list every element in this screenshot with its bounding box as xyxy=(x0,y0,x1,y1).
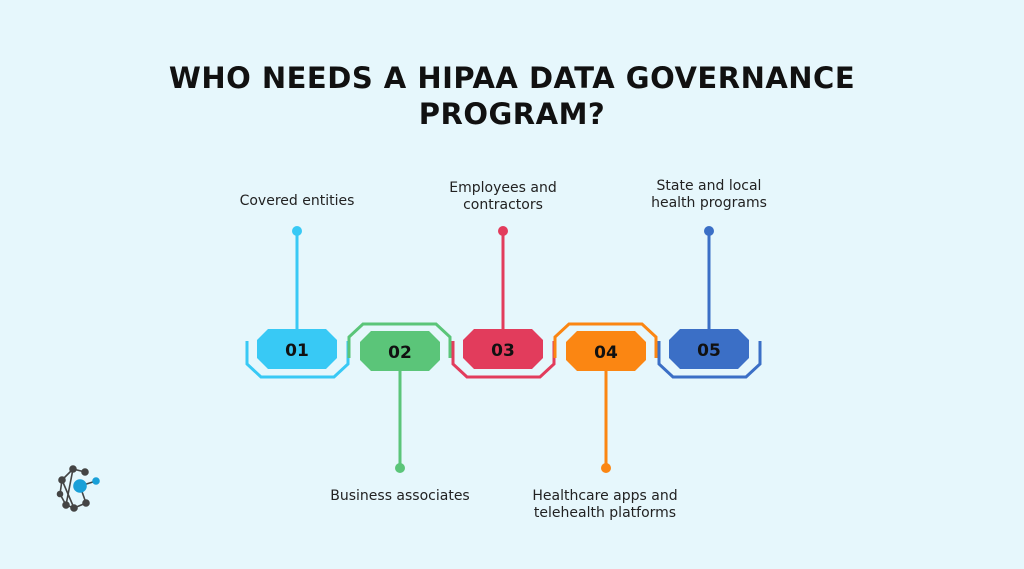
step-05-bracket xyxy=(657,341,762,379)
step-04: 04 xyxy=(553,322,658,473)
step-03-label-line-2: contractors xyxy=(463,197,543,213)
step-05-number: 05 xyxy=(697,341,721,361)
title-line-1: WHO NEEDS A HIPAA DATA GOVERNANCE xyxy=(168,61,856,95)
step-04-bracket xyxy=(553,322,658,358)
step-01-dot xyxy=(292,226,302,236)
step-02-label: Business associates xyxy=(300,488,500,505)
page-title: WHO NEEDS A HIPAA DATA GOVERNANCE PROGRA… xyxy=(0,60,1024,132)
step-01-badge xyxy=(257,329,337,369)
step-03-bracket xyxy=(451,341,556,379)
step-01-label: Covered entities xyxy=(197,193,397,210)
step-05-label: State and local health programs xyxy=(609,178,809,212)
step-04-label-line-2: telehealth platforms xyxy=(533,505,677,521)
step-03-number: 03 xyxy=(491,341,515,361)
step-01-label-line-1: Covered entities xyxy=(239,193,355,209)
step-01-number: 01 xyxy=(285,341,309,361)
step-04-label-line-1: Healthcare apps and xyxy=(532,488,678,504)
step-05-badge xyxy=(669,329,749,369)
step-05-label-line-2: health programs xyxy=(651,195,767,211)
network-logo-icon xyxy=(56,465,100,512)
step-02-badge xyxy=(360,331,440,371)
step-05-dot xyxy=(704,226,714,236)
step-04-number: 04 xyxy=(594,343,618,363)
step-03-label: Employees and contractors xyxy=(403,180,603,214)
step-02-label-line-1: Business associates xyxy=(330,488,470,504)
step-05: 05 xyxy=(657,226,762,379)
step-02: 02 xyxy=(347,322,452,473)
step-02-bracket xyxy=(347,322,452,358)
step-03-badge xyxy=(463,329,543,369)
step-01: 01 xyxy=(245,226,350,379)
step-02-dot xyxy=(395,463,405,473)
step-03: 03 xyxy=(451,226,556,379)
step-05-label-line-1: State and local xyxy=(656,178,762,194)
step-04-dot xyxy=(601,463,611,473)
step-03-label-line-1: Employees and xyxy=(449,180,557,196)
step-03-dot xyxy=(498,226,508,236)
title-line-2: PROGRAM? xyxy=(418,97,606,131)
step-04-badge xyxy=(566,331,646,371)
step-04-label: Healthcare apps and telehealth platforms xyxy=(505,488,705,522)
step-02-number: 02 xyxy=(388,343,412,363)
step-01-bracket xyxy=(245,341,350,379)
